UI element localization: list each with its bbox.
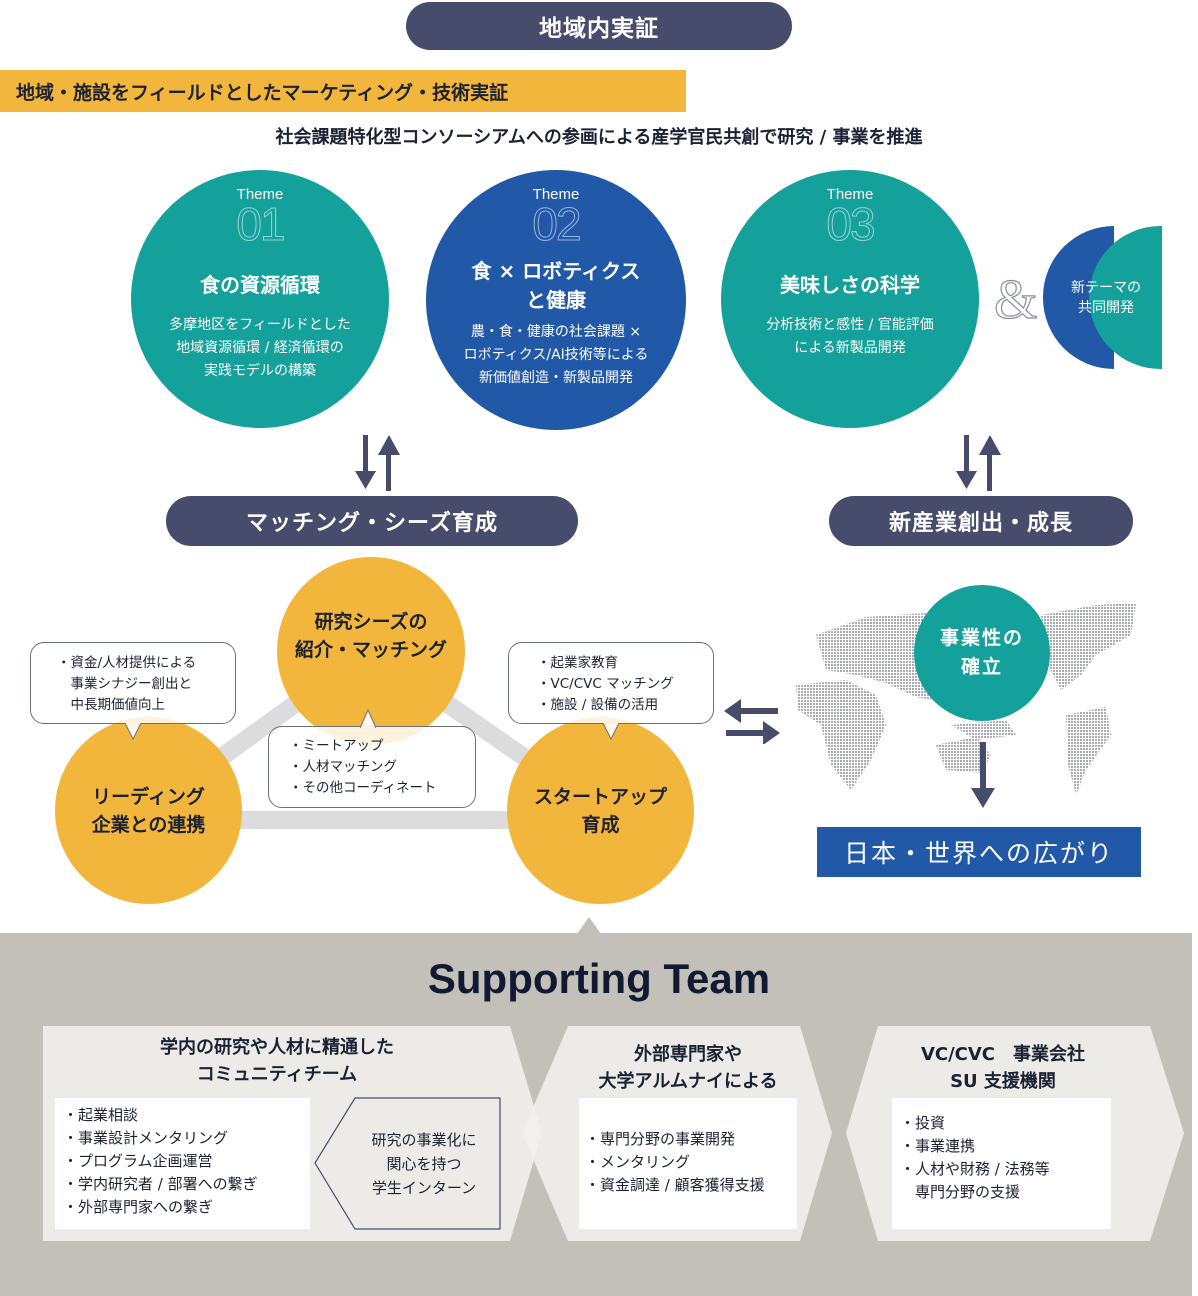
theme-title: 食 × ロボティクス と健康 xyxy=(471,259,641,312)
supporting-team-title: Supporting Team xyxy=(427,955,771,1002)
intern-text: 研究の事業化に 関心を持つ 学生インターン xyxy=(371,1131,477,1197)
ampersand-icon: & xyxy=(993,269,1038,331)
bidirectional-arrow-icon xyxy=(956,435,1001,491)
support-panel-3-list: ・投資 ・事業連携 ・人材や財務 / 法務等 専門分野の支援 xyxy=(892,1098,1111,1229)
spread-label: 日本・世界への広がり xyxy=(817,827,1141,877)
bubble-tail-icon xyxy=(360,709,376,728)
support-panel-2-list: ・専門分野の事業開発 ・メンタリング ・資金調達 / 顧客獲得支援 xyxy=(579,1098,797,1229)
theme-description: 多摩地区をフィールドとした 地域資源循環 / 経済循環の 実践モデルの構築 xyxy=(169,317,351,379)
theme-number: 01 xyxy=(236,198,286,250)
new-theme-graphic: 新テーマの 共同開発 xyxy=(1043,226,1163,369)
theme-title: 美味しさの科学 xyxy=(780,273,920,297)
new-theme-text: 新テーマの 共同開発 xyxy=(1071,280,1141,316)
bubble-startup: ・起業家教育 ・VC/CVC マッチング ・施設 / 設備の活用 xyxy=(508,642,714,741)
intern-pentagon xyxy=(314,1097,501,1230)
bubble-tail-icon xyxy=(125,723,141,741)
bidirectional-arrow-icon xyxy=(355,435,400,491)
theme-circle-03: Theme 03 美味しさの科学 分析技術と感性 / 官能評価 による新製品開発 xyxy=(721,170,979,428)
new-industry-pill: 新産業創出・成長 xyxy=(829,496,1133,546)
banner-text: 地域・施設をフィールドとしたマーケティング・技術実証 xyxy=(16,81,509,104)
theme-description: 分析技術と感性 / 官能評価 による新製品開発 xyxy=(766,317,934,356)
theme-circle-02: Theme 02 食 × ロボティクス と健康 農・食・健康の社会課題 × ロボ… xyxy=(426,170,686,430)
section-notch xyxy=(577,917,601,934)
support-panel-3-title: VC/CVC 事業会社 SU 支援機関 xyxy=(920,1044,1086,1092)
theme-number: 02 xyxy=(532,198,582,250)
title-pill: 地域内実証 xyxy=(406,2,792,50)
support-panel-2-title: 外部専門家や 大学アルムナイによる xyxy=(598,1044,778,1092)
support-panel-1-list: ・起業相談 ・事業設計メンタリング ・プログラム企画運営 ・学内研究者 / 部署… xyxy=(55,1098,310,1229)
theme-label: Theme xyxy=(236,186,284,203)
down-arrow-icon xyxy=(971,742,995,808)
banner: 地域・施設をフィールドとしたマーケティング・技術実証 xyxy=(0,70,686,112)
exchange-arrows-icon xyxy=(724,699,780,744)
theme-circle-01: Theme 01 食の資源循環 多摩地区をフィールドとした 地域資源循環 / 経… xyxy=(131,170,389,428)
page-title: 地域内実証 xyxy=(539,16,659,42)
startup-circle: スタートアップ 育成 xyxy=(507,717,694,904)
matching-pill: マッチング・シーズ育成 xyxy=(166,496,578,546)
theme-number: 03 xyxy=(826,198,876,250)
bubble-leading-company: ・資金/人材提供による 事業シナジー創出と 中長期価値向上 xyxy=(30,642,236,741)
theme-label: Theme xyxy=(826,186,874,203)
leading-company-circle: リーディング 企業との連携 xyxy=(55,717,242,904)
business-viability-circle: 事業性の 確立 xyxy=(914,585,1050,721)
theme-description: 農・食・健康の社会課題 × ロボティクス/AI技術等による 新価値創造・新製品開… xyxy=(463,324,649,386)
theme-label: Theme xyxy=(532,186,580,203)
research-seeds-circle: 研究シーズの 紹介・マッチング xyxy=(277,557,465,745)
subtitle: 社会課題特化型コンソーシアムへの参画による産学官民共創で研究 / 事業を推進 xyxy=(275,127,923,148)
theme-title: 食の資源循環 xyxy=(200,273,320,297)
bubble-research-seeds: ・ミートアップ ・人材マッチング ・その他コーディネート xyxy=(268,709,476,808)
bubble-tail-icon xyxy=(603,723,619,741)
support-panel-1-title: 学内の研究や人材に精通した コミュニティチーム xyxy=(160,1037,394,1085)
